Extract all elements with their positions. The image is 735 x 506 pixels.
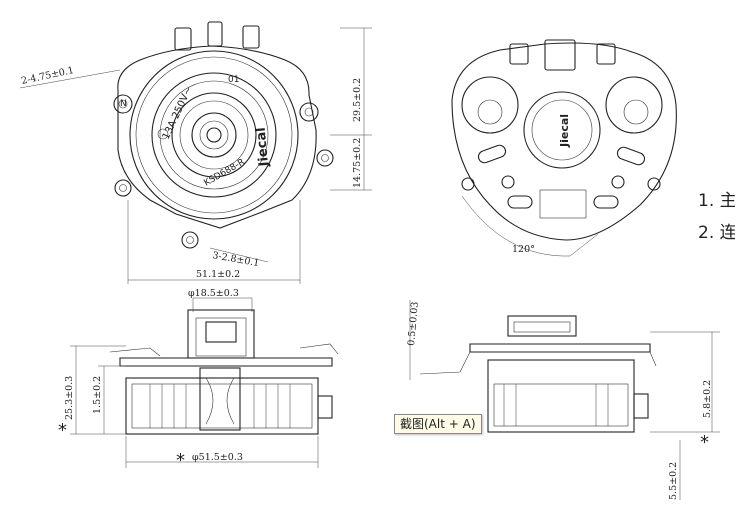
top-pitch-dim: 2-4.75±0.1 xyxy=(20,65,75,87)
note-line-2: 2. 连 xyxy=(698,223,735,243)
right-bottom-dim: 5.5±0.2 xyxy=(668,462,679,500)
angle-dim: 120° xyxy=(512,244,535,255)
model-marking: KSD688-R xyxy=(203,157,247,188)
note-line-1: 1. 主 xyxy=(698,191,735,211)
top-width-dim: 51.1±0.2 xyxy=(196,269,240,280)
inner-height-dim: 1.5±0.2 xyxy=(92,376,103,414)
side-view-left: φ18.5±0.3 25.3±0.3 1.5±0.2 φ51.5±0.3 xyxy=(58,288,339,471)
right-height-dim: 5.8±0.2 xyxy=(702,380,713,418)
side-view-right: 0.5±0.03 5.8±0.2 5.5±0.2 * xyxy=(406,300,720,500)
right-top-dim: 0.5±0.03 xyxy=(406,301,421,346)
logo-marking-bottom: Jiecal xyxy=(558,114,571,148)
logo-marking: Jiecal xyxy=(254,127,272,168)
star-mark-right: * xyxy=(700,432,709,453)
star-mark-base: * xyxy=(176,450,185,471)
base-dia-dim: φ51.5±0.3 xyxy=(192,452,243,463)
pole-marking: N xyxy=(120,99,127,109)
boss-dia-dim: φ18.5±0.3 xyxy=(188,288,239,299)
top-view-right: Jiecal 120° xyxy=(451,39,677,257)
side-height-dim: 25.3±0.3 xyxy=(64,376,75,420)
screenshot-tooltip: 截图(Alt + A) xyxy=(394,414,482,434)
mid-height-dim: 14.75±0.2 xyxy=(352,138,363,188)
top-height-dim: 29.5±0.2 xyxy=(352,78,363,122)
code-marking: 01 xyxy=(228,75,239,85)
top-view-left: 13A 250V~ Jiecal KSD688-R 01 N 2-4.75±0.… xyxy=(19,21,372,284)
bottom-pitch-dim: 3-2.8±0.1 xyxy=(211,250,260,269)
rating-marking: 13A 250V~ xyxy=(161,85,195,141)
star-mark-left: * xyxy=(58,420,67,441)
